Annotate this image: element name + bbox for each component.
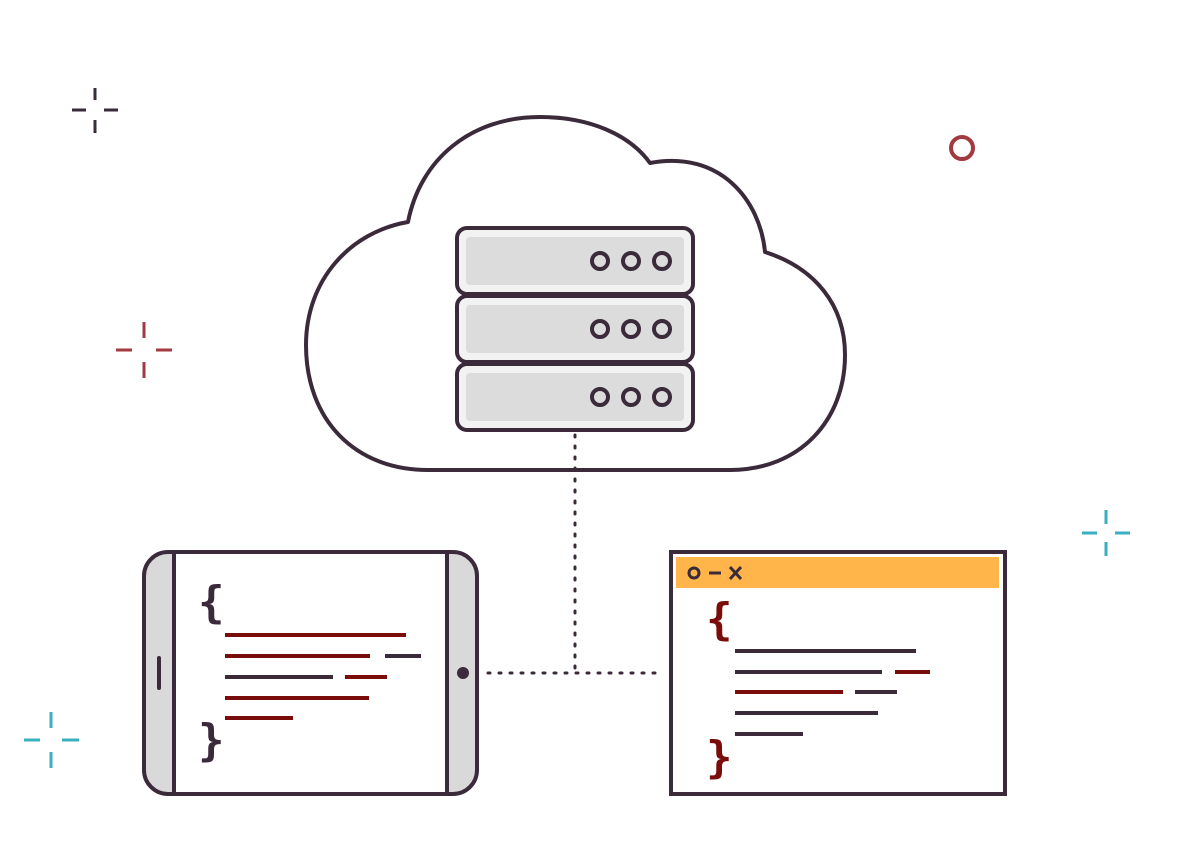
ring-icon [949,135,975,161]
code-brace-open: { [706,594,733,645]
code-brace-close: } [198,715,225,766]
code-lines [225,633,421,720]
window-minimize-dot-icon [687,566,701,580]
sparkle-icon [24,712,79,768]
server-rack-icon [455,226,695,432]
server-unit [455,294,695,364]
sparkle-icon [72,88,118,133]
code-brace-open: { [198,577,225,628]
tablet-device-icon: { } [142,550,479,796]
server-led-icon [590,319,610,339]
browser-titlebar [676,557,999,588]
code-lines [735,649,930,736]
window-close-icon [728,565,743,581]
server-unit [455,362,695,432]
server-led-icon [652,319,672,339]
server-unit [455,226,695,296]
tablet-camera [457,667,469,679]
server-led-icon [621,387,641,407]
server-led-icon [652,387,672,407]
sparkle-icon [1082,510,1130,556]
code-brace-close: } [706,732,733,783]
browser-window-icon: { } [669,550,1007,796]
server-led-icon [590,387,610,407]
server-led-icon [621,251,641,271]
sparkle-icon [116,322,172,378]
server-led-icon [652,251,672,271]
server-led-icon [621,319,641,339]
server-led-icon [590,251,610,271]
